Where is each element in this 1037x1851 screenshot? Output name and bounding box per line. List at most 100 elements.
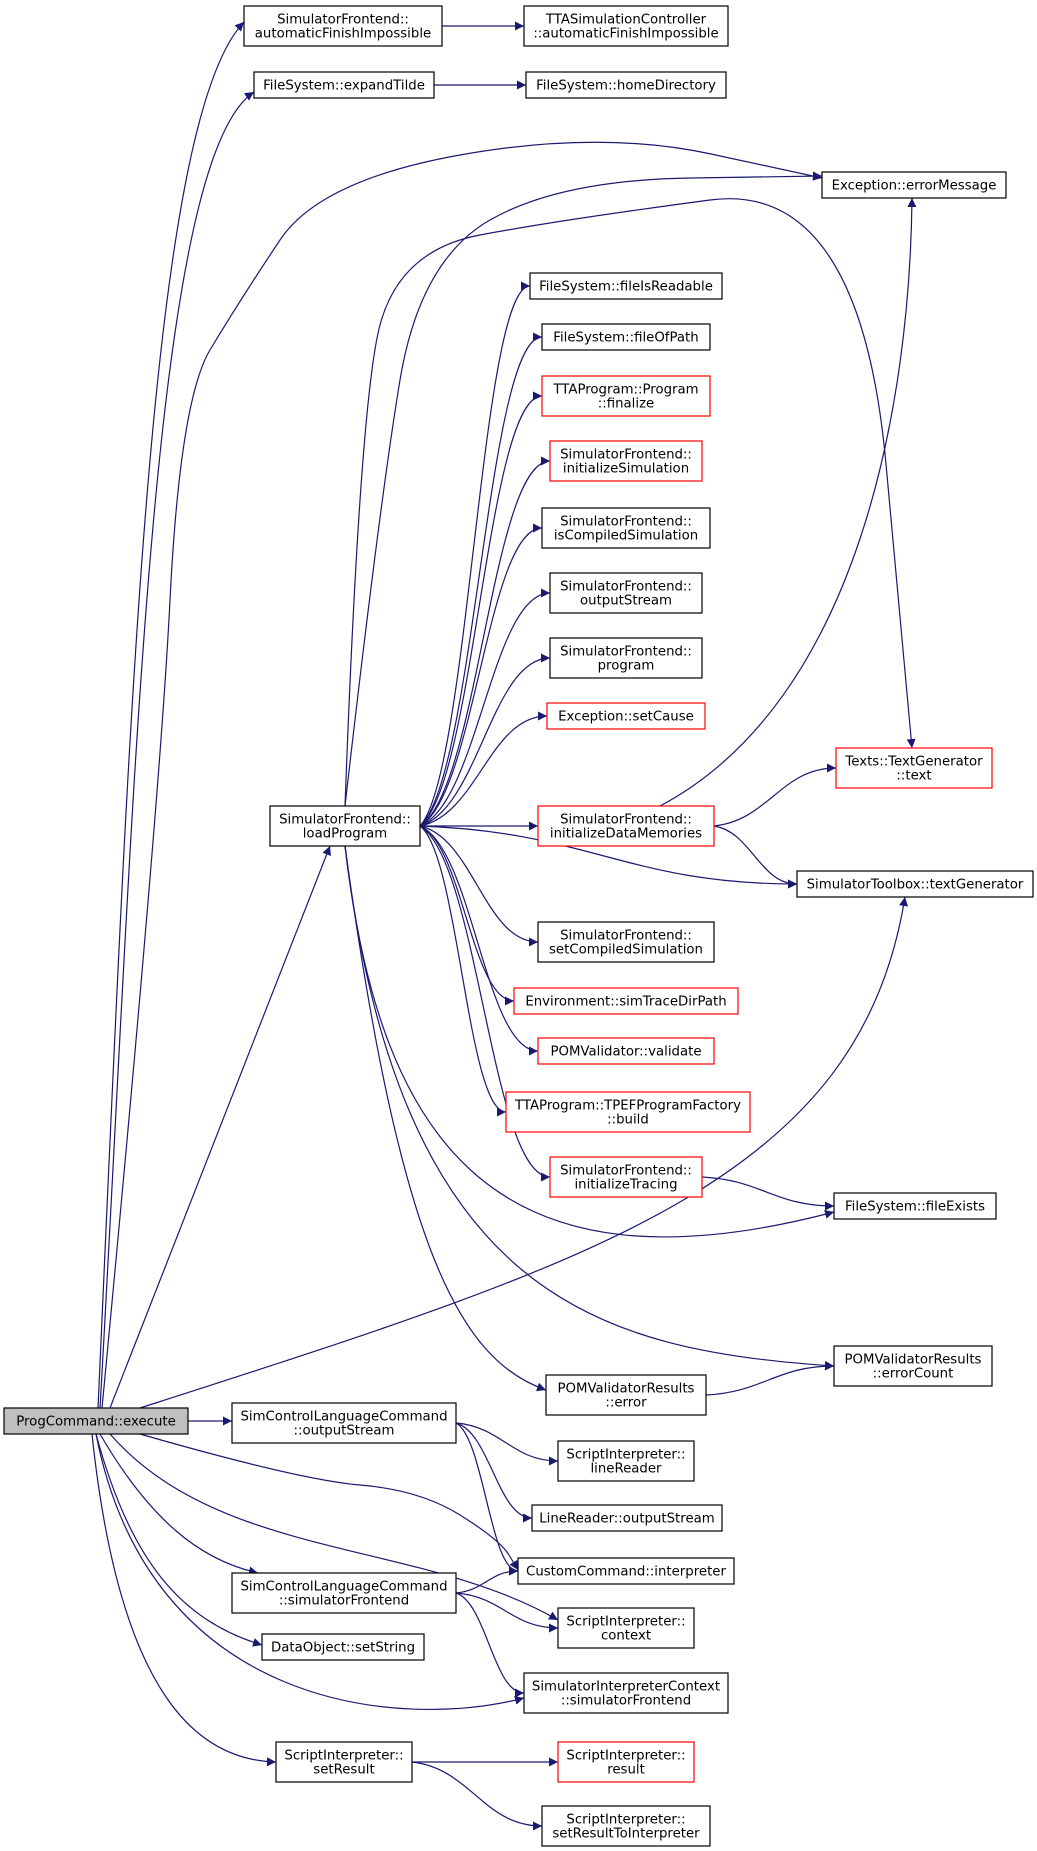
node-lrOutputStream[interactable]: LineReader::outputStream [531,1504,723,1532]
node-box [557,1440,695,1482]
node-sfProgram[interactable]: SimulatorFrontend::program [549,637,703,679]
node-box [505,1091,751,1133]
node-sicSimFrontend[interactable]: SimulatorInterpreterContext::simulatorFr… [523,1672,729,1714]
node-label: TTASimulationController [545,13,707,28]
node-sfIsCompiled[interactable]: SimulatorFrontend::isCompiledSimulation [541,507,711,549]
node-siSetResult[interactable]: ScriptInterpreter::setResult [275,1741,413,1783]
node-label: Texts::TextGenerator [844,755,983,770]
node-sfSetCompiled[interactable]: SimulatorFrontend::setCompiledSimulation [537,921,715,963]
node-label: setResult [313,1763,374,1778]
node-label: FileSystem::expandTilde [263,79,425,94]
node-siLineReader[interactable]: ScriptInterpreter::lineReader [557,1440,695,1482]
edge-pomError-to-pomErrorCount [705,1361,835,1396]
node-tpefBuild[interactable]: TTAProgram::TPEFProgramFactory::build [505,1091,751,1133]
node-label: ::outputStream [294,1424,395,1439]
edge-sfLoadProgram-to-envSimTrace [419,825,515,1006]
node-sclcOutputStream[interactable]: SimControlLanguageCommand::outputStream [231,1402,457,1444]
node-envSimTrace[interactable]: Environment::simTraceDirPath [513,987,739,1015]
node-sfAutoFinish[interactable]: SimulatorFrontend::automaticFinishImposs… [243,5,443,47]
node-sfInitSim[interactable]: SimulatorFrontend::initializeSimulation [549,440,703,482]
node-label: lineReader [590,1462,662,1477]
node-box [231,1572,457,1614]
node-label: SimulatorFrontend:: [560,448,692,463]
node-box [557,1741,695,1783]
node-stTextGen[interactable]: SimulatorToolbox::textGenerator [796,870,1034,898]
node-box [243,5,443,47]
node-prog[interactable]: ProgCommand::execute [3,1407,189,1435]
node-label: DataObject::setString [271,1641,415,1656]
node-box [523,5,729,47]
node-label: ::errorCount [873,1367,954,1382]
node-pomErrorCount[interactable]: POMValidatorResults::errorCount [833,1345,993,1387]
edge-sfLoadProgram-to-sfOutputStream [419,588,551,827]
edge-sfInitDataMem-to-excErrorMessage [659,197,917,807]
node-doSetString[interactable]: DataObject::setString [261,1633,425,1661]
node-label: SimControlLanguageCommand [240,1580,447,1595]
node-label: program [598,659,655,674]
node-label: SimulatorFrontend:: [560,515,692,530]
edge-sfLoadProgram-to-fsFileExists [344,845,835,1238]
node-label: loadProgram [303,827,388,842]
edge-prog-to-sfLoadProgram [109,845,331,1409]
node-box [549,440,703,482]
edge-prog-to-sfAutoFinish [97,21,245,1409]
node-box [3,1407,189,1435]
node-ccInterpreter[interactable]: CustomCommand::interpreter [517,1557,735,1585]
node-label: FileSystem::homeDirectory [536,79,716,94]
node-label: SimulatorToolbox::textGenerator [807,878,1024,893]
node-excErrorMessage[interactable]: Exception::errorMessage [821,171,1007,199]
edge-sfLoadProgram-to-pomError [344,845,547,1392]
node-label: POMValidatorResults [845,1353,982,1368]
node-label: ::simulatorFrontend [279,1594,409,1609]
node-pomError[interactable]: POMValidatorResults::error [545,1374,707,1416]
node-pomValidate[interactable]: POMValidator::validate [537,1037,715,1065]
node-sfOutputStream[interactable]: SimulatorFrontend::outputStream [549,572,703,614]
node-label: Exception::errorMessage [832,179,997,194]
node-label: FileSystem::fileIsReadable [539,280,713,295]
node-sfLoadProgram[interactable]: SimulatorFrontend::loadProgram [269,805,421,847]
node-label: SimControlLanguageCommand [240,1410,447,1425]
node-label: ::error [605,1396,647,1411]
node-box [541,507,711,549]
node-excSetCause[interactable]: Exception::setCause [546,702,706,730]
node-label: SimulatorFrontend:: [560,813,692,828]
node-label: TTAProgram::Program [552,383,698,398]
edge-sclcSimFrontend-to-siContext [455,1592,559,1633]
node-textsText[interactable]: Texts::TextGenerator::text [835,747,993,789]
node-box [549,572,703,614]
node-sclcSimFrontend[interactable]: SimControlLanguageCommand::simulatorFron… [231,1572,457,1614]
node-sfInitTracing[interactable]: SimulatorFrontend::initializeTracing [549,1156,703,1198]
node-label: ::finalize [598,397,654,412]
edge-sfLoadProgram-to-excSetCause [419,711,548,827]
node-siContext[interactable]: ScriptInterpreter::context [557,1607,695,1649]
node-label: LineReader::outputStream [539,1512,714,1527]
node-box [517,1557,735,1585]
node-fsFileIsReadable[interactable]: FileSystem::fileIsReadable [529,272,723,300]
edge-prog-to-siSetResult [91,1433,277,1767]
node-fsFileOfPath[interactable]: FileSystem::fileOfPath [541,323,711,351]
node-sfInitDataMem[interactable]: SimulatorFrontend::initializeDataMemorie… [537,805,715,847]
edge-sclcOutputStream-to-ccInterpreter [455,1422,519,1576]
node-fsFileExists[interactable]: FileSystem::fileExists [833,1192,997,1220]
node-ttaAutoFinish[interactable]: TTASimulationController::automaticFinish… [523,5,729,47]
node-label: FileSystem::fileOfPath [553,331,698,346]
node-label: result [607,1763,645,1778]
node-box [537,1037,715,1065]
edge-sclcOutputStream-to-siLineReader [455,1422,559,1466]
edge-sfLoadProgram-to-sfIsCompiled [419,523,543,827]
node-box [541,323,711,351]
node-siResult[interactable]: ScriptInterpreter::result [557,1741,695,1783]
edge-sfInitDataMem-to-textsText [713,763,837,827]
node-label: SimulatorFrontend:: [560,645,692,660]
node-box [557,1607,695,1649]
node-box [525,71,727,99]
node-siSetResultToInterp[interactable]: ScriptInterpreter::setResultToInterprete… [541,1805,711,1847]
node-fsExpandTilde[interactable]: FileSystem::expandTilde [253,71,435,99]
nodes-layer: ProgCommand::execute SimulatorFrontend::a… [3,5,1034,1847]
node-fsHomeDir[interactable]: FileSystem::homeDirectory [525,71,727,99]
node-box [537,805,715,847]
node-box [275,1741,413,1783]
edge-sfLoadProgram-to-sfSetCompiled [419,825,539,947]
node-ttaFinalize[interactable]: TTAProgram::Program::finalize [541,375,711,417]
